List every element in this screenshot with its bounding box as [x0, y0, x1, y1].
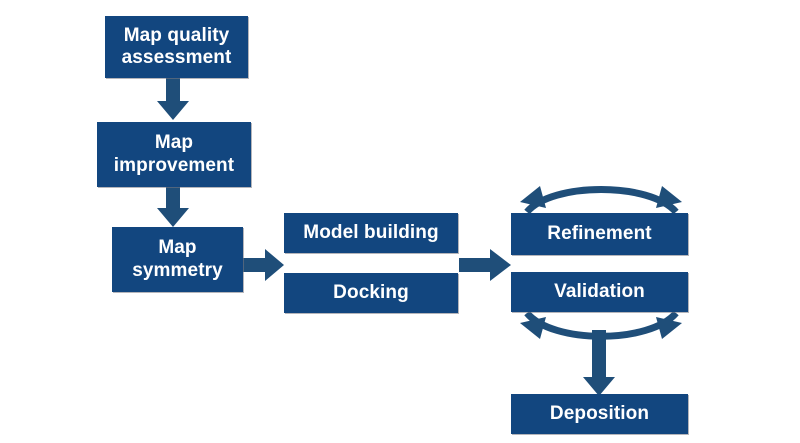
arrow-refinementgroup-to-deposition	[583, 330, 615, 396]
node-label-line2: assessment	[121, 47, 232, 68]
arrow-quality-to-improvement	[157, 78, 189, 120]
node-map-improvement[interactable]: Map improvement	[97, 122, 251, 187]
node-label: Deposition	[549, 402, 650, 424]
node-validation[interactable]: Validation	[511, 272, 688, 312]
node-map-quality-assessment[interactable]: Map quality assessment	[105, 16, 248, 78]
arrow-symmetry-to-modelgroup	[243, 249, 284, 281]
node-label: Docking	[333, 281, 409, 303]
node-label-line1: Map	[154, 132, 194, 154]
node-map-symmetry[interactable]: Map symmetry	[112, 227, 243, 292]
node-label-line1: Map	[158, 237, 197, 259]
node-label-line1: Map quality	[123, 24, 230, 46]
node-docking[interactable]: Docking	[284, 273, 458, 313]
node-label-line2: improvement	[113, 154, 235, 176]
arrow-cycle-top	[520, 186, 682, 215]
node-label-line2: symmetry	[132, 259, 223, 281]
node-model-building[interactable]: Model building	[284, 213, 458, 253]
node-label: Refinement	[547, 222, 652, 244]
node-deposition[interactable]: Deposition	[511, 394, 688, 434]
node-refinement[interactable]: Refinement	[511, 213, 688, 255]
node-label: Model building	[303, 221, 439, 243]
arrow-cycle-bottom	[520, 310, 682, 340]
arrow-modelgroup-to-refinementgroup	[459, 249, 511, 281]
node-label: Validation	[554, 280, 645, 302]
arrow-improvement-to-symmetry	[157, 187, 189, 227]
